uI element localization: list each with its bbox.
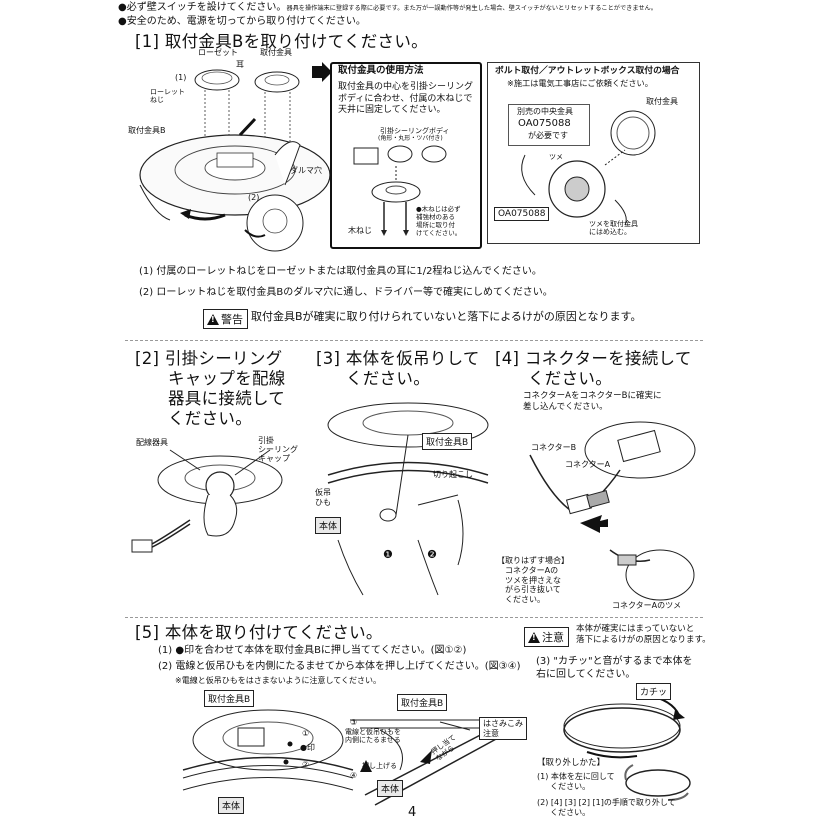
sold-sep-label: 別売の中央金具	[517, 107, 573, 116]
section4-title-line2: ください。	[528, 369, 612, 388]
caution-icon	[528, 631, 540, 643]
section5-title: [5] 本体を取り付けてください。	[135, 623, 383, 642]
warning-badge: 警告	[203, 309, 248, 329]
bolt-box-title: ボルト取付／アウトレットボックス取付の場合	[495, 66, 680, 76]
usage-ceiling-body-sub: (角形・丸形・ツバ付き)	[378, 135, 443, 142]
bolt-bracket-label: 取付金具	[646, 97, 678, 106]
label-ear: 耳	[236, 60, 244, 69]
top-note-2-lead: ●安全のため、電源を切ってから取り付けてください。	[118, 16, 366, 27]
section5-step1: (1) ●印を合わせて本体を取付金具Bに押し当ててください。(図①②)	[158, 645, 467, 656]
section5-circle3: ③	[350, 718, 358, 727]
section5-circle1: ①	[302, 729, 310, 738]
part-needed: が必要です	[528, 131, 568, 140]
section3-cutout: 切り起こし	[433, 470, 473, 479]
section5-circle2: ②	[302, 760, 310, 769]
bolt-tab-label: ツメ	[549, 153, 563, 161]
section4-title-line1: [4] コネクターを接続して	[495, 349, 692, 368]
section3-illustration	[327, 402, 489, 596]
label-bracketB: 取付金具B	[128, 126, 166, 135]
section5-right-illustration	[563, 694, 685, 759]
top-note-2: ●安全のため、電源を切ってから取り付けてください。	[118, 16, 366, 28]
usage-box-body: 取付金具の中心を引掛シーリング ボディに合わせ、付属の木ねじで 天井に固定してく…	[338, 82, 474, 116]
section5-circle4: ④	[350, 771, 358, 780]
section3-title-line1: [3] 本体を仮吊りして	[316, 349, 480, 368]
top-note-1: ●必ず壁スイッチを設けてください。器具を操作端末に登録する際に必要です。また万が…	[118, 2, 657, 14]
warning-icon	[207, 313, 219, 325]
warning-label: 警告	[221, 313, 243, 326]
section1-title: [1] 取付金具Bを取り付けてください。	[135, 32, 428, 51]
top-note-1-rest: 器具を操作端末に登録する際に必要です。また万が一誤動作等が発生した場合、壁スイッ…	[286, 5, 657, 12]
part-code-2: OA075088	[494, 207, 550, 221]
bolt-insert-note: ツメを取付金具 にはめ込む。	[589, 220, 638, 237]
section1-illustration	[139, 69, 331, 252]
section2-title-line1: [2] 引掛シーリング	[135, 349, 283, 368]
section1-step2: (2) ローレットねじを取付金具Bのダルマ穴に通し、ドライバー等で確実にしめてく…	[139, 287, 553, 298]
usage-ceiling-body: 引掛シーリングボディ	[380, 127, 450, 135]
label-num2: (2)	[248, 193, 260, 202]
section5-remove-2: (2) [4] [3] [2] [1]の手順で取り外して ください。	[537, 798, 676, 817]
label-knurl-screw: ローレット ねじ	[150, 88, 185, 105]
section5-remove-illustration	[624, 764, 691, 801]
label-connector-A: コネクターA	[565, 460, 611, 469]
usage-wood-note: ●木ねじは必ず 補強材のある 場所に取り付 けてください。	[416, 205, 462, 238]
label-rosette: ローゼット	[198, 48, 238, 57]
section2-title-line4: ください。	[168, 409, 252, 428]
label-bracket: 取付金具	[260, 48, 292, 57]
section3-temp-cord: 仮吊 ひも	[315, 488, 331, 507]
divider-2	[125, 617, 703, 619]
section3-num2: ❷	[427, 548, 437, 561]
section5-remove-1: (1) 本体を左に回して ください。	[537, 772, 615, 791]
section5-push-up: 押し上げる	[362, 762, 397, 770]
page-number: 4	[408, 805, 417, 820]
section3-title-line2: ください。	[346, 369, 430, 388]
section3-num1: ❶	[383, 548, 393, 561]
caution-badge: 注意	[524, 627, 569, 647]
usage-box	[330, 62, 482, 249]
section5-step3: (3) "カチッ"と音がするまで本体を 右に回してください。	[536, 656, 693, 680]
section5-body: 本体	[218, 797, 245, 814]
sold-sep-box	[508, 104, 590, 146]
section5-bracketB: 取付金具B	[204, 690, 255, 707]
label-num1: (1)	[175, 73, 187, 82]
section5-step2-note: ※電線と仮吊ひもをはさまないように注意してください。	[175, 676, 382, 685]
bolt-box	[487, 62, 700, 244]
warning-text: 取付金具Bが確実に取り付けられていないと落下によるけがの原因となります。	[251, 310, 642, 323]
section5-bracketB2: 取付金具B	[397, 694, 448, 711]
label-connector-B: コネクターB	[531, 443, 577, 452]
usage-illustration	[353, 145, 447, 236]
section5-mark: ●印	[300, 743, 315, 752]
caution-label: 注意	[542, 631, 564, 644]
remove-title: 【取りはずす場合】	[497, 556, 569, 565]
label-wiring-device: 配線器具	[136, 438, 168, 447]
section5-remove-title: 【取り外しかた】	[537, 758, 606, 768]
pointer-arrow-icon	[312, 62, 332, 82]
section2-illustration	[131, 449, 283, 553]
remove-body: コネクターAの ツメを押さえな がら引き抜いて ください。	[505, 566, 561, 604]
divider-1	[125, 340, 703, 342]
bolt-illustration	[521, 110, 656, 226]
label-connector-tab: コネクターAのツメ	[612, 601, 682, 610]
caution-text: 本体が確実にはまっていないと 落下によるけがの原因となります。	[576, 624, 711, 645]
section5-body2: 本体	[377, 780, 404, 797]
section5-click: カチッ	[636, 683, 672, 700]
section5-slack: 電線と仮吊ひもを 内側にたるませる	[345, 728, 401, 745]
section1-step1: (1) 付属のローレットねじをローゼットまたは取付金具の耳に1/2程ねじ込んでく…	[139, 266, 542, 277]
section5-step2: (2) 電線と仮吊ひもを内側にたるませてから本体を押し上げてください。(図③④)	[158, 661, 521, 672]
section2-title-line3: 器具に接続して	[168, 389, 286, 408]
section5-left-illustration	[182, 709, 354, 791]
usage-box-title: 取付金具の使用方法	[338, 65, 424, 76]
usage-wood-screw: 木ねじ	[348, 226, 372, 235]
section5-pinch: はさみこみ 注意	[479, 717, 527, 741]
label-daruma-hole: ダルマ穴	[290, 166, 322, 175]
section3-bracketB: 取付金具B	[422, 433, 473, 450]
label-ceiling-cap: 引掛 シーリング キャップ	[258, 436, 298, 464]
part-code: OA075088	[518, 118, 571, 129]
section3-body: 本体	[315, 517, 342, 534]
section4-instruction: コネクターAをコネクターBに確実に 差し込んでください。	[523, 391, 662, 413]
bolt-box-note: ※施工は電気工事店にご依頼ください。	[507, 78, 653, 88]
section2-title-line2: キャップを配線	[168, 369, 286, 388]
section4-illustration	[529, 421, 696, 601]
top-note-1-lead: ●必ず壁スイッチを設けてください。	[118, 2, 287, 13]
